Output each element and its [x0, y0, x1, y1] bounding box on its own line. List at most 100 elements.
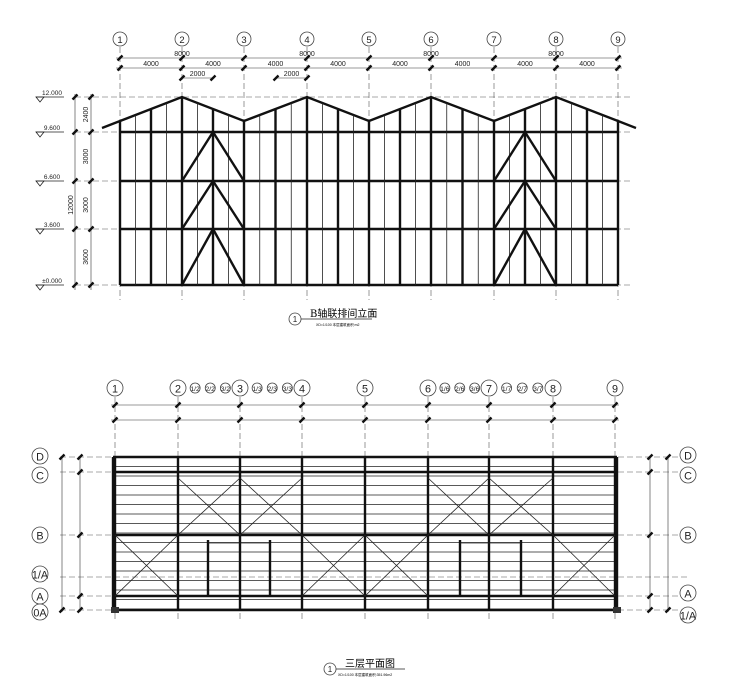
axis-label: 2/6 [455, 386, 465, 393]
plan-sub-axis-bubble [469, 382, 481, 394]
dim-tick [71, 281, 79, 289]
dim-tick [485, 416, 493, 424]
plan-right-axis-bubble [679, 526, 697, 544]
axis-label: 3/7 [533, 386, 543, 393]
dim-tick [490, 64, 498, 72]
dim-tick [87, 128, 95, 136]
dim-tick [646, 531, 654, 539]
brace [211, 131, 246, 182]
dim-tick [209, 74, 217, 82]
plan-brace [301, 534, 366, 597]
plan-sub-axis-bubble [501, 382, 513, 394]
plan-axis-bubble [356, 379, 374, 397]
elevation-axis-bubble [361, 31, 377, 47]
dim-tick [111, 401, 119, 409]
dim-4000: 4000 [455, 61, 471, 68]
plan-axis-bubble [293, 379, 311, 397]
dim-tick [71, 128, 79, 136]
axis-label: 1 [112, 383, 118, 395]
axis-label: C [36, 470, 44, 482]
elevation-title: B轴联排间立面 [310, 309, 378, 320]
dim-4000: 4000 [268, 61, 284, 68]
brace [492, 131, 527, 182]
plan-axis-bubble [544, 379, 562, 397]
axis-label: 1/7 [502, 386, 512, 393]
dim-4000: 4000 [330, 61, 346, 68]
brace [523, 131, 558, 182]
axis-label: 0A [33, 607, 47, 619]
dim-2000: 2000 [190, 71, 206, 78]
dim-tick [116, 54, 124, 62]
plan-axis-bubble [169, 379, 187, 397]
elevation-subtitle: XD=1/100 本层建筑面积:m2 [316, 323, 360, 327]
dim-tick [552, 64, 560, 72]
plan-sub-axis-bubble [454, 382, 466, 394]
dim-tick [611, 416, 619, 424]
elevation-title-number: 1 [293, 315, 298, 324]
brace [523, 180, 558, 230]
dim-total-height: 12000 [68, 195, 75, 215]
axis-label: 1 [117, 35, 122, 46]
level-label: 9.600 [44, 125, 61, 132]
dim-tick [240, 64, 248, 72]
dim-4000: 4000 [392, 61, 408, 68]
dim-2000: 2000 [284, 71, 300, 78]
axis-label: 1/6 [440, 386, 450, 393]
dim-tick [646, 468, 654, 476]
brace [492, 180, 527, 230]
dim-tick [116, 64, 124, 72]
axis-label: 3 [237, 383, 243, 395]
dim-tick [424, 416, 432, 424]
axis-label: 7 [486, 383, 492, 395]
plan-title: 三层平面图 [345, 659, 395, 670]
plan-brace [114, 534, 179, 597]
axis-label: B [36, 530, 43, 542]
dim-tick [240, 54, 248, 62]
axis-label: 4 [304, 35, 309, 46]
brace [492, 228, 527, 286]
axis-label: 2 [179, 35, 184, 46]
plan-sub-axis-bubble [204, 382, 216, 394]
dim-tick [611, 401, 619, 409]
plan-sub-axis-bubble [266, 382, 278, 394]
dim-4000: 4000 [143, 61, 159, 68]
dim-tick [427, 54, 435, 62]
axis-label: 2/2 [206, 386, 216, 393]
dim-tick [87, 93, 95, 101]
dim-tick [485, 401, 493, 409]
elevation-axis-bubble [299, 31, 315, 47]
dim-tick [424, 401, 432, 409]
level-label: ±0.000 [42, 278, 62, 285]
dim-8000: 8000 [548, 51, 564, 58]
plan-right-axis-bubble [679, 584, 697, 602]
axis-label: D [36, 451, 44, 463]
dim-tick [178, 74, 186, 82]
dim-tick [71, 177, 79, 185]
dim-floor-height: 3600 [83, 249, 90, 265]
brace [180, 180, 215, 230]
axis-label: D [684, 450, 692, 462]
dim-tick [646, 592, 654, 600]
level-label: 6.600 [44, 174, 61, 181]
plan-brace [364, 534, 429, 597]
level-marker-icon [35, 284, 45, 291]
plan-axis-bubble [231, 379, 249, 397]
dim-tick [361, 401, 369, 409]
brace [180, 131, 215, 182]
axis-label: 9 [612, 383, 618, 395]
plan-sub-axis-bubble [281, 382, 293, 394]
plan-brace [177, 477, 241, 536]
dim-tick [365, 64, 373, 72]
dim-tick [490, 54, 498, 62]
plan-left-axis-bubble [31, 565, 49, 583]
column-base [613, 607, 621, 613]
plan-brace [552, 534, 616, 597]
dim-tick [76, 468, 84, 476]
dim-tick [427, 64, 435, 72]
level-marker-icon [35, 180, 45, 187]
dim-floor-height: 3000 [83, 197, 90, 213]
elevation-axis-bubble [112, 31, 128, 47]
dim-tick [76, 453, 84, 461]
plan-sub-axis-bubble [439, 382, 451, 394]
